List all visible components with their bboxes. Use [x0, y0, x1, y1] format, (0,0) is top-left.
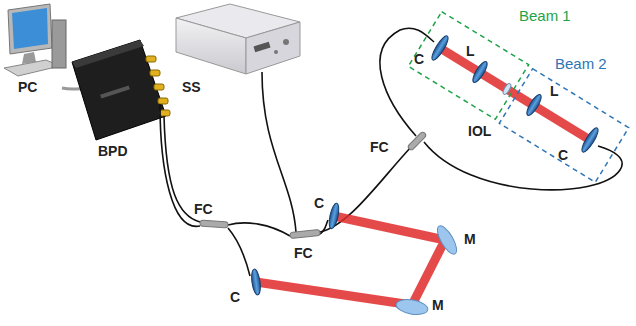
- swept-source: [176, 4, 300, 74]
- pc-label: PC: [18, 80, 37, 94]
- detector-label: BPD: [98, 144, 128, 158]
- lenses: [250, 34, 600, 295]
- collimator-label: C: [414, 52, 424, 66]
- coupler-label: FC: [294, 246, 313, 260]
- source-label: SS: [182, 80, 201, 94]
- beam-title: Beam 2: [555, 56, 607, 72]
- mirrors: [395, 223, 460, 317]
- iol-label: IOL: [468, 124, 491, 138]
- collimator-label: C: [314, 196, 324, 210]
- optical-fibers: [160, 28, 622, 276]
- coupler-label: FC: [194, 202, 213, 216]
- laser-beams: [256, 48, 590, 305]
- beam-title: Beam 1: [519, 8, 571, 24]
- coupler-label: FC: [370, 140, 389, 154]
- mirror-label: M: [432, 298, 444, 312]
- lens-label: L: [550, 84, 559, 98]
- collimator-label: C: [558, 148, 568, 162]
- balanced-photodetector: [72, 40, 170, 140]
- beam-region: Beam 1: [400, 4, 570, 126]
- fiber-couplers: [200, 131, 427, 238]
- beam-region: Beam 2: [485, 50, 633, 188]
- mirror-label: M: [464, 232, 476, 246]
- lens-label: L: [466, 44, 475, 58]
- collimator-label: C: [230, 290, 240, 304]
